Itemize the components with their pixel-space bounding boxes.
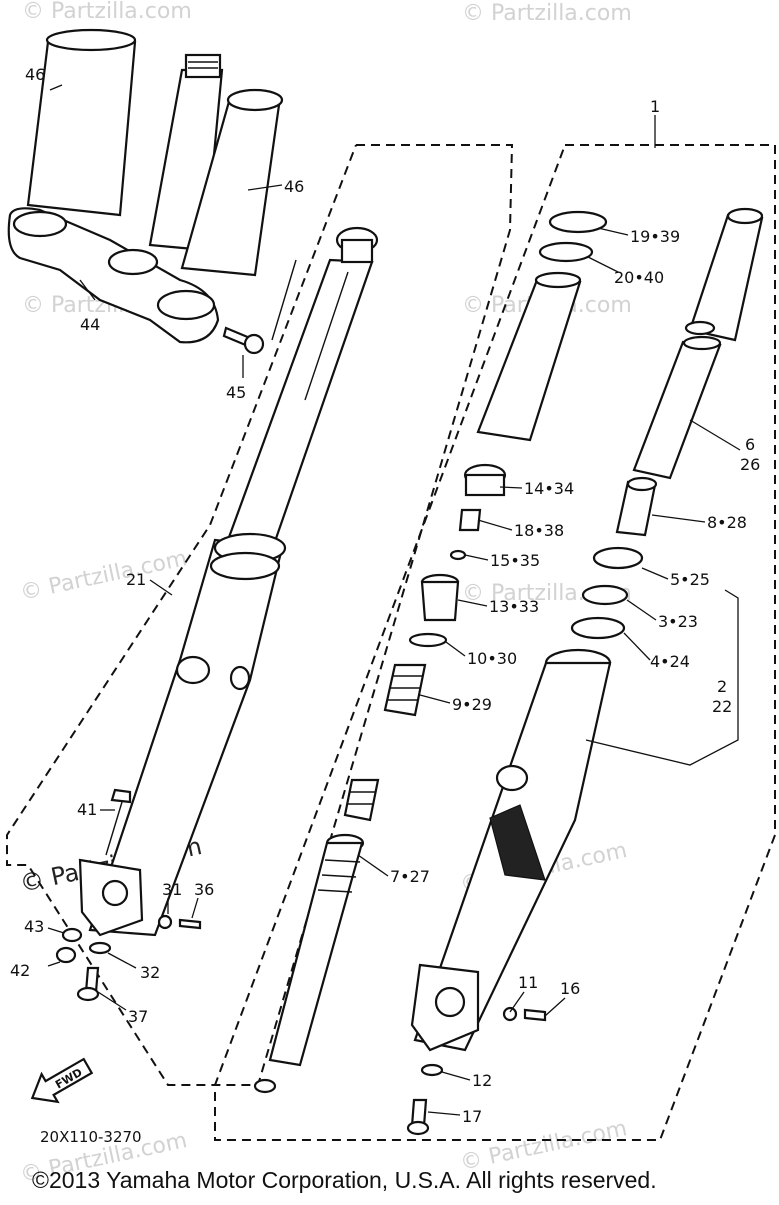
callout-41: 41	[77, 800, 97, 819]
axle-bore-right	[434, 986, 466, 1018]
callout-22: 22	[712, 697, 732, 716]
fwd-arrow-icon	[30, 1057, 94, 1104]
callout-36: 36	[194, 880, 214, 899]
oring-15	[449, 549, 467, 561]
callout-44: 44	[80, 315, 100, 334]
fwd-arrow: FWD	[30, 1057, 94, 1104]
dust-seal-5	[592, 546, 644, 570]
callout-9-29: 9•29	[452, 695, 492, 714]
clip-3	[581, 584, 629, 606]
washer-12	[420, 1063, 444, 1077]
axle-boss	[175, 655, 211, 685]
drawing-code: 20X110-3270	[40, 1128, 142, 1146]
fork-cap-top	[226, 88, 284, 112]
callout-8-28: 8•28	[707, 513, 747, 532]
leader-lines	[47, 84, 741, 1116]
bolt-36	[178, 918, 202, 930]
inner-tube-right-top	[534, 271, 582, 289]
spring-9b	[343, 778, 380, 822]
callout-18-38: 18•38	[514, 521, 564, 540]
callout-46: 46	[25, 65, 45, 84]
nut-43	[61, 927, 83, 943]
spacer-8-top	[626, 476, 658, 492]
bolt-17-head	[406, 1120, 430, 1136]
callout-43: 43	[24, 917, 44, 936]
callout-20-40: 20•40	[614, 268, 664, 287]
callout-3-23: 3•23	[658, 612, 698, 631]
callout-14-34: 14•34	[524, 479, 574, 498]
callout-32: 32	[140, 963, 160, 982]
fork-cap-right-top	[726, 207, 764, 225]
inner-tube	[226, 258, 374, 552]
pinch-bolt-head	[243, 333, 265, 355]
callout-11: 11	[518, 973, 538, 992]
upper-bracket-group	[7, 28, 284, 355]
damper-bolt-shaft	[105, 801, 123, 856]
callout-2: 2	[717, 677, 727, 696]
callout-37: 37	[128, 1007, 148, 1026]
callout-labels: 1 2 22 19•39 20•40 6 26 14•34 18•38 15•3…	[10, 65, 760, 1126]
callout-31: 31	[162, 880, 182, 899]
washer-11	[502, 1006, 518, 1022]
callout-17: 17	[462, 1107, 482, 1126]
axle-bore	[101, 879, 129, 907]
callout-6: 6	[745, 435, 755, 454]
spring-9	[383, 663, 427, 717]
fork-tube-6	[632, 340, 722, 480]
bracket-hole	[12, 210, 68, 238]
callout-10-30: 10•30	[467, 649, 517, 668]
fork-tube-6-top	[682, 335, 722, 351]
watermark: © Partzilla.com	[22, 0, 192, 24]
callout-12: 12	[472, 1071, 492, 1090]
right-fork-assembly	[406, 207, 764, 1136]
right-assembly-boundary	[214, 144, 776, 1141]
copyright-notice: ©2013 Yamaha Motor Corporation, U.S.A. A…	[32, 1167, 657, 1193]
inner-tube-cap	[340, 238, 374, 264]
fork-cap-right-bottom	[684, 320, 716, 336]
callout-13-33: 13•33	[489, 597, 539, 616]
damper-rod-bottom	[253, 1078, 277, 1094]
callout-5-25: 5•25	[670, 570, 710, 589]
axle-boss-right	[495, 764, 529, 792]
callout-19-39: 19•39	[630, 227, 680, 246]
valve-18	[458, 508, 482, 532]
callout-26: 26	[740, 455, 760, 474]
callout-21: 21	[126, 570, 146, 589]
bolt-37-head	[76, 986, 100, 1002]
stem-thread	[184, 53, 222, 79]
watermark: © Partzilla.com	[462, 1, 632, 26]
callout-4-24: 4•24	[650, 652, 690, 671]
damper-bolt-head	[110, 788, 132, 804]
fork-cap-top	[45, 28, 137, 52]
callout-46: 46	[284, 177, 304, 196]
oil-seal-20	[538, 241, 594, 263]
bushing-13	[420, 580, 460, 622]
oil-seal-4	[570, 616, 626, 640]
callout-42: 42	[10, 961, 30, 980]
bracket-stem-hole	[107, 248, 159, 276]
callout-15-35: 15•35	[490, 551, 540, 570]
caliper-mount	[489, 804, 546, 881]
oring-10	[408, 632, 448, 648]
washer-32	[88, 941, 112, 955]
nut-42	[55, 946, 77, 964]
oil-seal-19	[548, 210, 608, 234]
fender-boss	[229, 665, 251, 691]
callout-7-27: 7•27	[390, 867, 430, 886]
bolt-16	[523, 1008, 547, 1022]
callout-45: 45	[226, 383, 246, 402]
cap-14-body	[464, 473, 506, 497]
left-fork-assembly	[55, 226, 379, 1002]
bracket-hole	[156, 289, 216, 321]
callout-16: 16	[560, 979, 580, 998]
outer-tube-ring	[209, 551, 281, 581]
washer-31	[157, 914, 173, 930]
damper-rod	[268, 841, 364, 1067]
callout-1: 1	[650, 97, 660, 116]
damper-internals	[253, 210, 608, 1094]
